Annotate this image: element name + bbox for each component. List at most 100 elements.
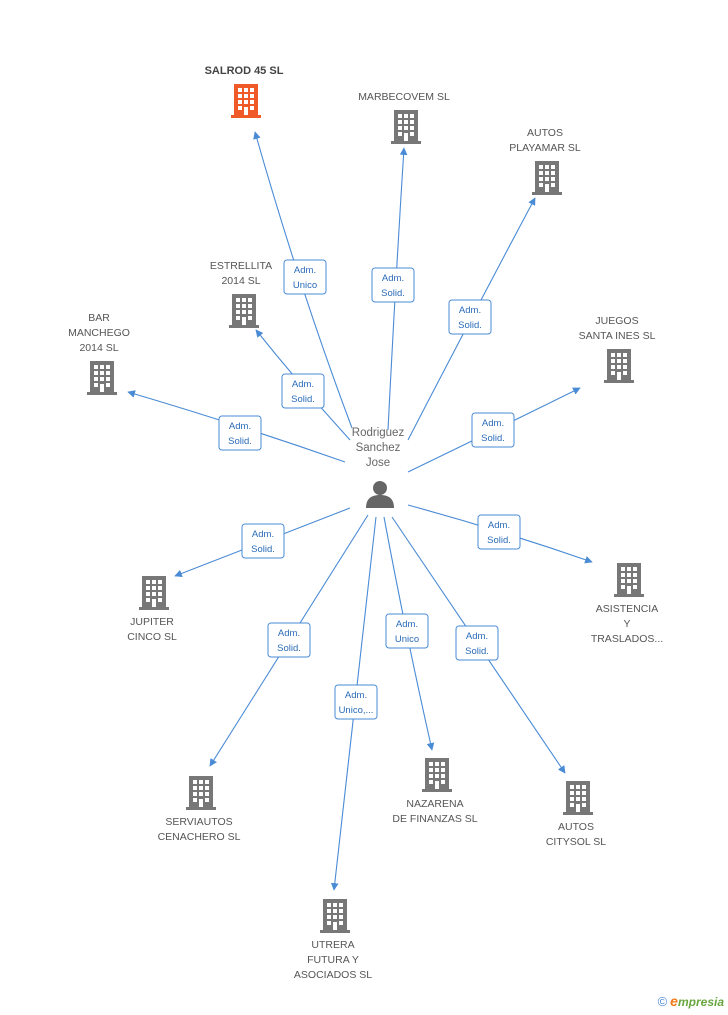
role-label-autos-playamar[interactable]: Adm.Solid. [448,299,492,335]
brand-initial: e [670,993,678,1009]
company-name-line: 2014 SL [221,275,260,287]
company-node-nazarena[interactable]: NAZARENA DE FINANZAS SL [392,758,478,825]
company-name-line: SANTA INES SL [579,330,656,342]
brand-name: mpresia [677,995,724,1009]
person-name-line: Sanchez [356,442,401,454]
building-icon [231,84,261,118]
building-icon [563,781,593,815]
role-box [283,259,327,295]
company-name-line: FUTURA Y [307,954,359,966]
role-label-salrod[interactable]: Adm. Unico [283,259,327,295]
role-box [334,684,378,720]
role-text: Unico,... [339,705,374,716]
building-icon [139,576,169,610]
company-node-estrellita[interactable]: ESTRELLITA 2014 SL [210,260,272,328]
role-text: Unico [293,280,317,291]
role-label-nazarena[interactable]: Adm. Unico [385,613,429,649]
role-box [385,613,429,649]
company-node-autos-playamar[interactable]: AUTOS PLAYAMAR SL [509,127,581,195]
role-text: Solid. [487,535,511,546]
role-box [371,267,415,303]
company-name-line: TRASLADOS... [591,633,663,645]
role-text: Adm. [396,619,418,630]
role-text: Adm. [459,305,481,316]
company-node-serviautos[interactable]: SERVIAUTOS CENACHERO SL [158,776,241,843]
role-text: Adm. [482,418,504,429]
company-name-line: DE FINANZAS SL [392,813,477,825]
brand-logo[interactable]: empresia [670,993,724,1009]
company-name-line: ESTRELLITA [210,260,272,272]
role-text: Solid. [291,394,315,405]
building-icon [614,563,644,597]
building-icon [320,899,350,933]
role-text: Adm. [466,631,488,642]
company-name-line: NAZARENA [406,798,463,810]
person-node[interactable]: Rodriguez Sanchez Jose [352,427,405,508]
role-box [241,523,285,559]
company-name-line: SALROD 45 SL [205,65,284,77]
company-name-line: JUPITER [130,616,174,628]
company-name-line: PLAYAMAR SL [509,142,581,154]
person-icon [366,481,394,508]
role-label-jupiter[interactable]: Adm.Solid. [241,523,285,559]
role-box [281,373,325,409]
company-node-utrera[interactable]: UTRERA FUTURA Y ASOCIADOS SL [294,899,372,981]
building-icon [604,349,634,383]
role-text: Adm. [345,690,367,701]
role-text: Adm. [229,421,251,432]
role-label-utrera[interactable]: Adm. Unico,... [334,684,378,720]
footer-brand: ©empresia [658,993,724,1009]
role-text: Adm. [382,273,404,284]
company-node-marbecovem[interactable]: MARBECOVEM SL [358,91,450,144]
role-text: Adm. [278,628,300,639]
role-label-bar-manchego[interactable]: Adm. Solid. [218,415,262,451]
role-box [267,622,311,658]
company-name-line: SERVIAUTOS [165,816,232,828]
company-name-line: AUTOS [558,821,594,833]
company-name-line: JUEGOS [595,315,638,327]
copyright-symbol: © [657,994,668,1009]
company-node-asistencia[interactable]: ASISTENCIAYTRASLADOS... [591,563,663,645]
role-label-autos-citysol[interactable]: Adm.Solid. [455,625,499,661]
role-label-marbecovem[interactable]: Adm. Solid. [371,267,415,303]
role-text: Solid. [381,288,405,299]
person-name-line: Jose [366,457,390,469]
building-icon [391,110,421,144]
building-icon [87,361,117,395]
role-text: Solid. [277,643,301,654]
role-label-estrellita[interactable]: Adm.Solid. [281,373,325,409]
company-name-line: AUTOS [527,127,563,139]
company-node-autos-citysol[interactable]: AUTOS CITYSOL SL [546,781,606,848]
company-name-line: UTRERA [311,939,354,951]
company-name-line: MANCHEGO [68,327,130,339]
role-label-serviautos[interactable]: Adm. Solid. [267,622,311,658]
role-labels: Adm.UnicoAdm.Solid.Adm.Solid.Adm.Solid.A… [218,259,521,720]
person-name-line: Rodriguez [352,427,405,439]
role-label-asistencia[interactable]: Adm. Solid. [477,514,521,550]
role-text: Unico [395,634,419,645]
building-icon [186,776,216,810]
company-node-juegos-santa-ines[interactable]: JUEGOS SANTA INES SL [579,315,656,383]
role-text: Adm. [252,529,274,540]
role-text: Adm. [294,265,316,276]
building-icon [422,758,452,792]
role-text: Solid. [228,436,252,447]
company-nodes: SALROD 45 SL MARBECOVEM SL AUTOS PLAYAMAR S… [68,65,663,981]
company-name-line: CENACHERO SL [158,831,241,843]
building-icon [229,294,259,328]
role-label-juegos-santa-ines[interactable]: Adm. Solid. [471,412,515,448]
company-name-line: CITYSOL SL [546,836,606,848]
company-name-line: 2014 SL [79,342,118,354]
role-text: Adm. [488,520,510,531]
company-name-line: ASOCIADOS SL [294,969,372,981]
role-box [218,415,262,451]
role-box [448,299,492,335]
company-name-line: ASISTENCIA [596,603,658,615]
role-box [471,412,515,448]
role-box [455,625,499,661]
role-text: Solid. [481,433,505,444]
company-node-salrod[interactable]: SALROD 45 SL [205,65,284,118]
